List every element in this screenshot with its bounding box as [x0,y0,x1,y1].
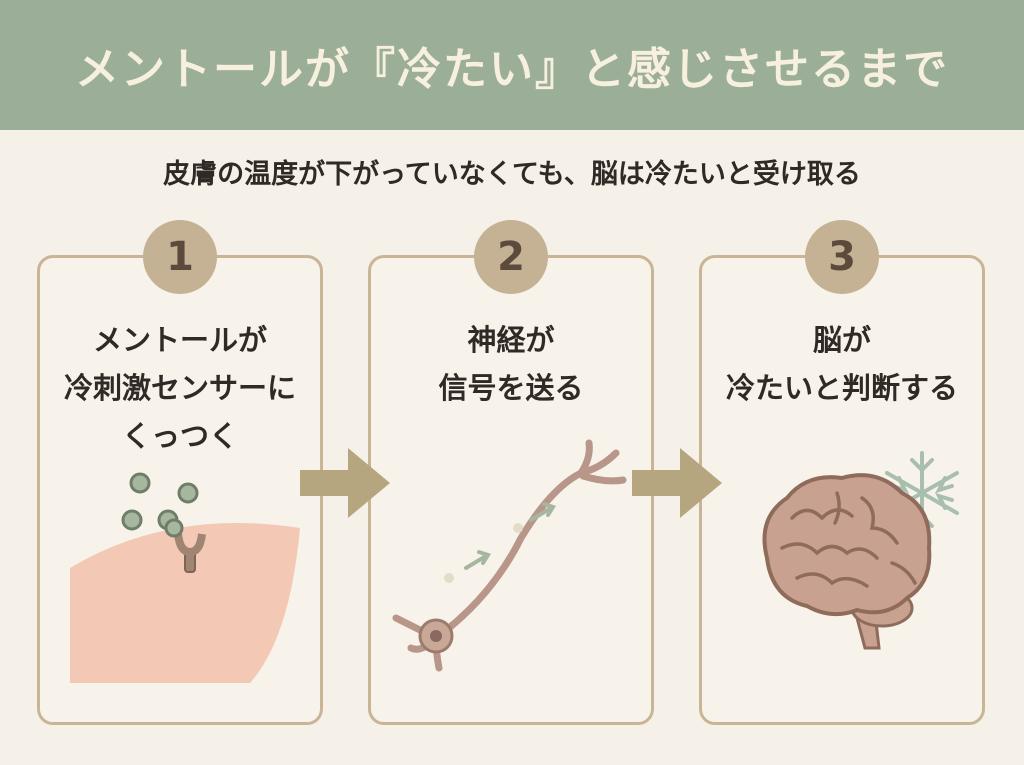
step-3-line-1: 脳が [812,323,871,357]
step-3-line-2: 冷たいと判断する [725,371,958,405]
step-number-badge-2: 2 [474,220,548,294]
step-card-1: メントールが 冷刺激センサーに くっつく [37,255,323,725]
step-1-line-2: 冷刺激センサーに [63,371,296,405]
step-2-line-2: 信号を送る [438,371,584,405]
header-banner: メントールが『冷たい』と感じさせるまで [0,0,1024,130]
brain-illustration [762,451,959,650]
step-2-line-1: 神経が [467,323,555,357]
step-number-badge-1: 1 [143,220,217,294]
page-subtitle: 皮膚の温度が下がっていなくても、脳は冷たいと受け取る [163,159,861,190]
step-2-text: 神経が 信号を送る [371,316,651,412]
receptor-icon [174,533,206,573]
neuron-illustration [392,439,627,672]
signal-arrow-icon [444,502,557,583]
step-number-badge-3: 3 [805,220,879,294]
page-title: メントールが『冷たい』と感じさせるまで [75,44,949,95]
skin-receptor-illustration [70,472,300,683]
step-1-line-3: くっつく [121,419,238,453]
menthol-molecule-icon [121,472,199,538]
skin-icon [70,523,300,683]
step-card-3: 脳が 冷たいと判断する [699,255,985,725]
step-1-line-1: メントールが [92,323,267,357]
right-arrow-icon [632,448,722,518]
brain-icon [762,473,932,650]
step-card-2: 神経が 信号を送る [368,255,654,725]
right-arrow-icon [300,448,390,518]
step-1-text: メントールが 冷刺激センサーに くっつく [40,316,320,460]
step-3-text: 脳が 冷たいと判断する [702,316,982,412]
